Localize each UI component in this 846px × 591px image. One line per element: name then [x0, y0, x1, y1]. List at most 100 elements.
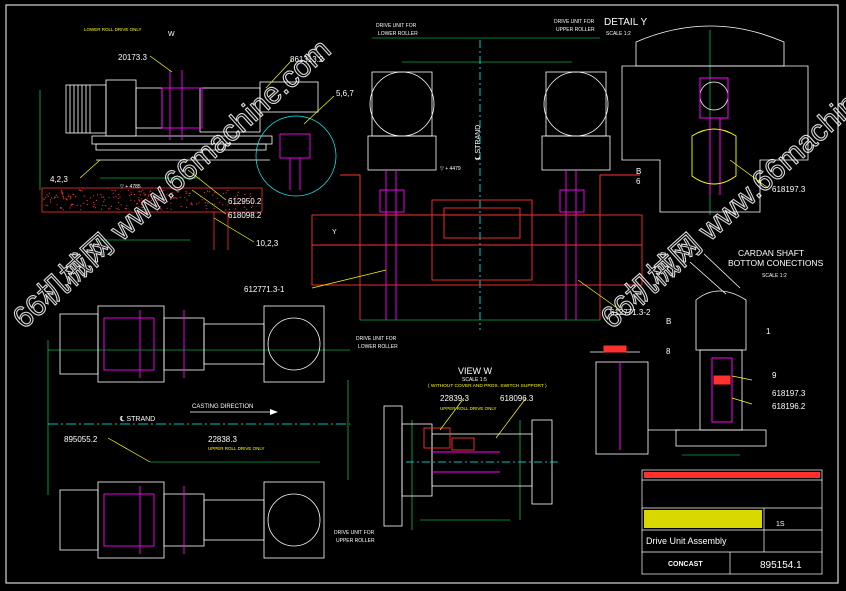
hatch-dot: [180, 206, 182, 208]
part-612771-2: 612771.3-2: [610, 308, 651, 317]
hatch-dot: [151, 194, 153, 196]
hatch-dot: [141, 200, 144, 202]
drive-upper-note-1: DRIVE UNIT FOR: [554, 19, 595, 25]
hatch-dot: [216, 197, 218, 199]
hatch-dot: [214, 192, 216, 194]
hatch-dot: [206, 190, 209, 192]
part-22838: 22838.3: [208, 435, 237, 444]
hatch-dot: [138, 191, 140, 193]
hatch-dot: [170, 198, 172, 200]
hatch-dot: [69, 195, 71, 198]
hatch-dot: [157, 199, 159, 202]
callout-9: 9: [772, 371, 777, 380]
cardan-scale: SCALE 1:2: [762, 273, 787, 279]
leader-lines: [79, 55, 769, 463]
hatch-dot: [76, 204, 78, 207]
hatch-dot: [44, 196, 47, 198]
hatch-dot: [179, 196, 181, 198]
side-elevation-view: [41, 79, 337, 250]
cardan-shaft-parts: [619, 357, 733, 450]
hatch-dot: [249, 195, 251, 198]
hatch-dot: [138, 199, 140, 201]
part-612771-1: 612771.3-1: [244, 285, 285, 294]
hatch-dot: [186, 199, 188, 201]
title-block-drawing-number: 895154.1: [760, 560, 802, 571]
hatch-dot: [250, 206, 253, 209]
hatch-dot: [53, 197, 55, 199]
title-block-company: CONCAST: [668, 561, 703, 568]
hatch-dot: [157, 208, 159, 210]
hatch-dot: [142, 208, 144, 210]
casting-direction-arrowhead: [270, 409, 278, 415]
hatch-dot: [109, 207, 111, 209]
hatch-dot: [176, 190, 178, 192]
hatch-dot: [139, 199, 141, 201]
hatch-dot: [150, 190, 152, 192]
hatch-dot: [136, 203, 138, 205]
lower-roll-drive-note: LOWER ROLL DRIVE ONLY: [84, 27, 142, 32]
hatch-dot: [69, 198, 71, 200]
hatch-dot: [62, 195, 64, 197]
end-view: [367, 40, 611, 330]
title-block-red-rows: [644, 472, 820, 478]
hatch-dot: [201, 199, 203, 201]
hatch-dot: [49, 199, 51, 201]
callout-8: 8: [666, 347, 671, 356]
hatch-dot: [185, 192, 187, 194]
hatch-dot: [160, 190, 162, 192]
hatch-dot: [46, 194, 48, 196]
callout-1: 1: [766, 327, 771, 336]
hatch-dot: [80, 209, 82, 211]
hatch-dot: [127, 190, 129, 192]
hatch-dot: [172, 197, 174, 199]
hatch-dot: [118, 208, 120, 211]
hatch-dot: [213, 207, 215, 209]
hatch-dot: [161, 196, 163, 198]
hatch-dot: [146, 197, 148, 199]
hatch-dot: [125, 207, 127, 209]
part-618096: 618096.3: [500, 394, 534, 403]
level-label-2: ▽ + 4479: [440, 166, 461, 172]
hatch-dot: [103, 201, 105, 203]
hatch-dot: [198, 202, 200, 204]
hatch-dot: [126, 208, 128, 210]
part-618098: 618098.2: [228, 211, 262, 220]
labels: DETAIL Y SCALE 1:2 CARDAN SHAFT BOTTOM C…: [6, 17, 846, 571]
detail-y-parts: [699, 77, 729, 195]
hatch-dot: [117, 194, 120, 196]
hatch-dot: [101, 204, 103, 206]
hatch-dot: [47, 205, 49, 207]
hatch-dot: [68, 194, 70, 196]
hatch-dot: [142, 199, 144, 201]
callout-b-top: B: [636, 167, 641, 176]
hatch-dot: [237, 191, 239, 193]
hatch-dot: [80, 205, 82, 207]
hatch-dot: [108, 197, 110, 199]
drive-lower-note-4: LOWER ROLLER: [358, 344, 398, 350]
hatch-dot: [148, 194, 150, 196]
hatch-dot: [48, 192, 50, 194]
title-block: [641, 469, 823, 575]
hatch-dot: [237, 194, 239, 196]
hatch-dot: [252, 205, 254, 207]
hatch-dot: [112, 192, 114, 194]
hatch-dot: [71, 203, 74, 205]
drawing-frame: [5, 4, 839, 584]
hatch-dot: [62, 196, 64, 198]
drive-upper-note-2: UPPER ROLLER: [556, 27, 595, 33]
foundation-hatch: [43, 189, 255, 211]
hatch-dot: [234, 197, 236, 199]
part-861313: 861313.2: [290, 55, 324, 64]
hatch-dot: [140, 191, 142, 193]
hatch-dot: [150, 203, 153, 205]
hatch-dot: [56, 204, 58, 206]
level-label-1: ▽ + 4785: [120, 184, 141, 190]
hatch-dot: [62, 192, 64, 194]
view-w-parts: [423, 427, 475, 451]
part-618197-top: 618197.3: [772, 185, 806, 194]
hatch-dot: [178, 191, 180, 193]
hatch-dot: [86, 200, 88, 202]
cardan-red-details: [603, 345, 731, 385]
hatch-dot: [54, 196, 56, 198]
